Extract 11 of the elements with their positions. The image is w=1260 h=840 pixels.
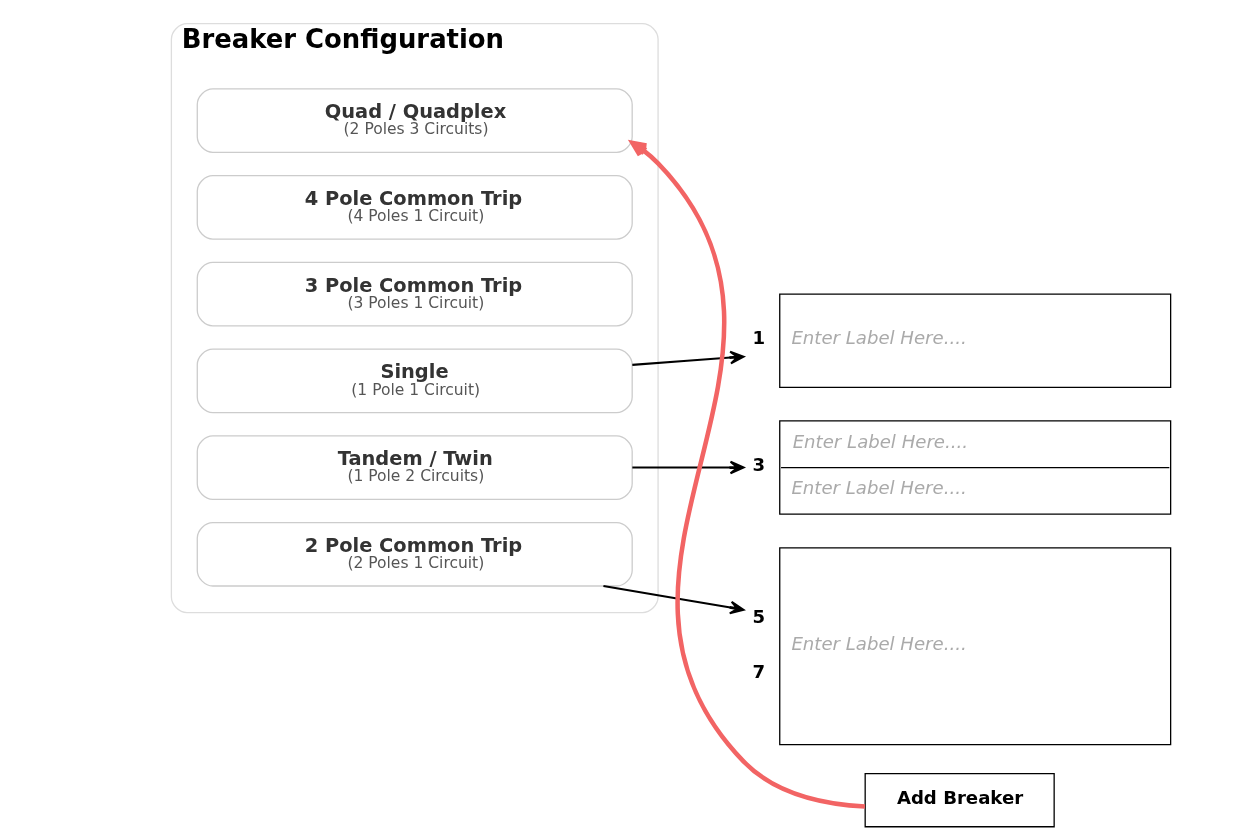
node-label: 5 (752, 606, 766, 628)
arrow (632, 350, 745, 366)
node-box: Enter Label Here.... (779, 547, 1172, 746)
node-label: 1 (752, 327, 766, 349)
node-label: 3 (752, 454, 766, 476)
arrow (603, 585, 745, 615)
node-label: 7 (752, 660, 766, 682)
arrow (632, 460, 745, 475)
node-box: Enter Label Here.... (779, 293, 1172, 388)
node-box: Add Breaker (864, 773, 1055, 828)
arrow (630, 140, 866, 809)
